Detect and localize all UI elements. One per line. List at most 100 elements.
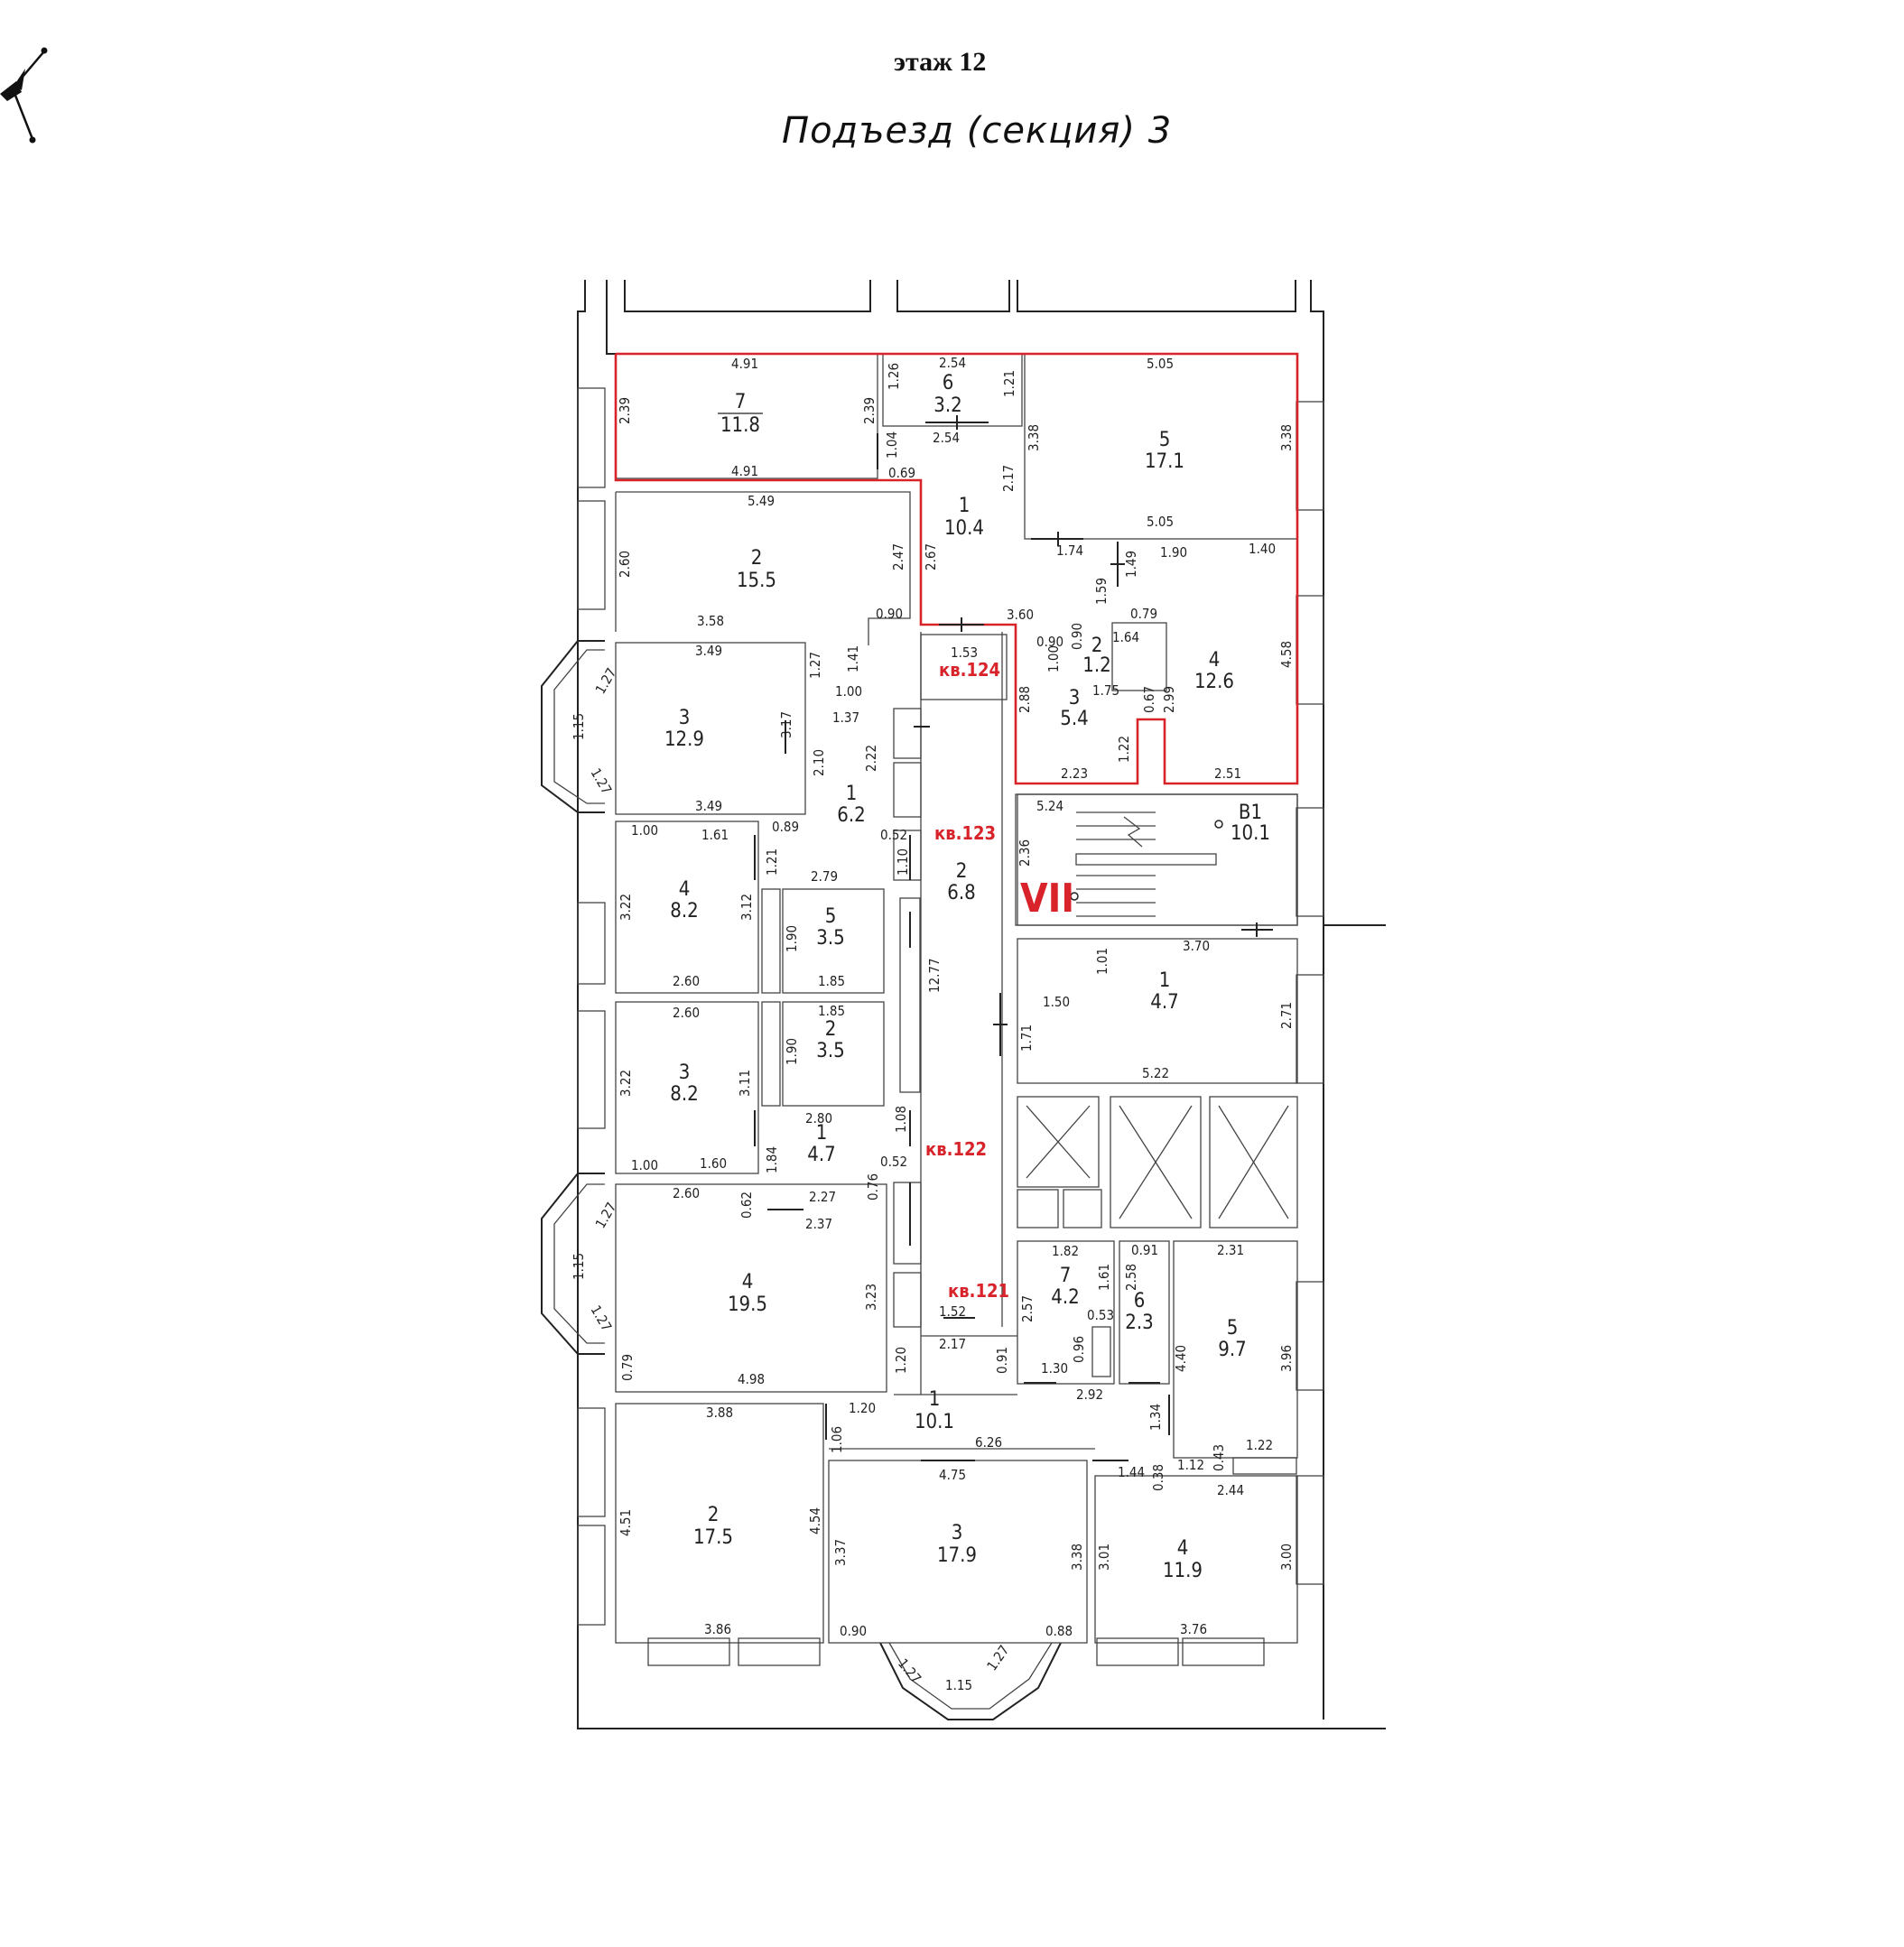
dim-label: 3.76 bbox=[1180, 1621, 1207, 1637]
dim-label: 2.39 bbox=[861, 397, 878, 424]
dim-label: 3.49 bbox=[695, 798, 722, 814]
dim-label: 1.20 bbox=[893, 1347, 909, 1374]
room-area: 15.5 bbox=[737, 570, 776, 592]
dim-label: 1.00 bbox=[1045, 645, 1062, 672]
dim-label: 1.44 bbox=[1118, 1464, 1145, 1480]
room-label: 7 bbox=[1060, 1265, 1072, 1287]
dim-label: 1.15 bbox=[571, 1253, 587, 1280]
dim-label: 3.01 bbox=[1096, 1544, 1112, 1571]
dim-label: 0.52 bbox=[880, 1154, 907, 1170]
stair-room-area: 10.1 bbox=[1231, 822, 1270, 845]
dim-label: 3.12 bbox=[738, 894, 755, 921]
dim-label: 3.37 bbox=[832, 1539, 849, 1566]
dim-label: 1.59 bbox=[1093, 578, 1110, 605]
dim-label: 0.67 bbox=[1141, 686, 1157, 713]
dim-label: 2.60 bbox=[617, 551, 633, 578]
dim-label: 1.27 bbox=[807, 652, 823, 679]
dim-label: 6.26 bbox=[975, 1434, 1002, 1451]
dim-label: 2.44 bbox=[1217, 1482, 1244, 1498]
room-label: 1 bbox=[959, 495, 971, 517]
dim-label: 1.15 bbox=[571, 713, 587, 740]
dim-label: 0.38 bbox=[1150, 1464, 1166, 1491]
door-markers bbox=[754, 415, 1273, 1461]
dim-label: 5.05 bbox=[1147, 356, 1174, 372]
dim-label: 4.51 bbox=[618, 1509, 634, 1536]
dim-label: 2.31 bbox=[1217, 1242, 1244, 1258]
room-area: 4.7 bbox=[807, 1144, 835, 1166]
dim-label: 0.79 bbox=[619, 1354, 636, 1381]
dim-label: 3.38 bbox=[1278, 424, 1295, 451]
dim-label: 1.90 bbox=[1160, 544, 1187, 561]
room-area: 17.1 bbox=[1145, 450, 1184, 473]
room-area: 11.9 bbox=[1163, 1560, 1203, 1582]
dim-label: 3.38 bbox=[1069, 1544, 1085, 1571]
dim-label: 1.10 bbox=[895, 848, 911, 876]
dim-label: 0.91 bbox=[1131, 1242, 1158, 1258]
dim-label: 1.00 bbox=[631, 1157, 658, 1173]
room-area: 3.2 bbox=[933, 394, 961, 417]
dim-label: 0.90 bbox=[840, 1623, 867, 1639]
dim-label: 1.27 bbox=[984, 1642, 1013, 1673]
dim-label: 3.60 bbox=[1007, 607, 1034, 623]
room-label: 5 bbox=[1227, 1317, 1239, 1340]
dim-label: 1.04 bbox=[884, 431, 900, 459]
room-label: 3 bbox=[952, 1522, 963, 1544]
dim-label: 3.23 bbox=[863, 1284, 879, 1311]
dim-label: 4.91 bbox=[731, 463, 758, 479]
dim-label: 1.06 bbox=[829, 1426, 845, 1453]
room-area: 6.8 bbox=[947, 882, 975, 904]
room-area: 3.5 bbox=[816, 1040, 844, 1062]
dim-label: 1.21 bbox=[1001, 370, 1017, 397]
dim-label: 2.39 bbox=[617, 397, 633, 424]
dim-label: 2.67 bbox=[923, 543, 939, 570]
room-label: 1 bbox=[846, 783, 858, 805]
dim-label: 0.90 bbox=[1069, 623, 1085, 650]
dim-label: 2.60 bbox=[673, 1185, 700, 1201]
apartment-121-label: кв.121 bbox=[948, 1280, 1009, 1302]
room-area: 12.9 bbox=[664, 728, 704, 751]
room-label: 4 bbox=[1177, 1537, 1189, 1560]
dim-label: 3.22 bbox=[618, 894, 634, 921]
dim-label: 1.01 bbox=[1094, 948, 1110, 975]
dim-label: 2.99 bbox=[1161, 686, 1177, 713]
dim-label: 2.36 bbox=[1017, 839, 1033, 867]
dim-label: 1.53 bbox=[951, 644, 978, 661]
dim-label: 2.92 bbox=[1076, 1386, 1103, 1403]
room-label: 2 bbox=[956, 860, 968, 883]
dim-label: 2.57 bbox=[1019, 1295, 1036, 1322]
dim-label: 1.15 bbox=[945, 1677, 972, 1693]
dim-label: 1.21 bbox=[764, 848, 780, 876]
dim-label: 2.60 bbox=[673, 1005, 700, 1021]
dim-label: 1.52 bbox=[939, 1303, 966, 1320]
dim-label: 2.22 bbox=[863, 745, 879, 772]
dim-label: 4.58 bbox=[1278, 641, 1295, 668]
room-labels: 7 11.8 6 3.2 5 17.1 1 10.4 2 15.5 2 1.2 … bbox=[664, 372, 1270, 1582]
dim-label: 2.60 bbox=[673, 973, 700, 989]
dim-label: 1.20 bbox=[849, 1400, 876, 1416]
dim-label: 4.75 bbox=[939, 1467, 966, 1483]
room-label: 3 bbox=[679, 1062, 691, 1084]
dim-label: 3.11 bbox=[737, 1070, 753, 1097]
dim-label: 4.98 bbox=[738, 1371, 765, 1387]
apartment-124-boundary bbox=[614, 352, 1299, 785]
dim-label: 0.88 bbox=[1045, 1623, 1073, 1639]
dim-label: 2.37 bbox=[805, 1216, 832, 1232]
staircase bbox=[1015, 793, 1298, 926]
dim-label: 1.74 bbox=[1056, 542, 1083, 559]
dim-label: 2.17 bbox=[1000, 465, 1017, 492]
dim-label: 1.61 bbox=[1096, 1264, 1112, 1291]
dim-label: 1.22 bbox=[1116, 736, 1132, 763]
dim-label: 2.79 bbox=[811, 868, 838, 885]
dim-label: 0.90 bbox=[876, 606, 903, 622]
dim-label: 2.47 bbox=[890, 543, 906, 570]
dim-label: 2.58 bbox=[1123, 1264, 1139, 1291]
dim-label: 1.50 bbox=[1043, 994, 1070, 1010]
apartment-labels: кв.124 кв.123 кв.122 кв.121 bbox=[925, 659, 1009, 1302]
dim-label: 0.96 bbox=[1071, 1336, 1087, 1363]
dim-label: 1.60 bbox=[700, 1155, 727, 1172]
room-area: 2.3 bbox=[1125, 1312, 1153, 1334]
dim-label: 1.90 bbox=[784, 1038, 800, 1065]
dim-label: 3.22 bbox=[618, 1070, 634, 1097]
dim-label: 5.05 bbox=[1147, 514, 1174, 530]
apartment-123-label: кв.123 bbox=[934, 822, 996, 844]
